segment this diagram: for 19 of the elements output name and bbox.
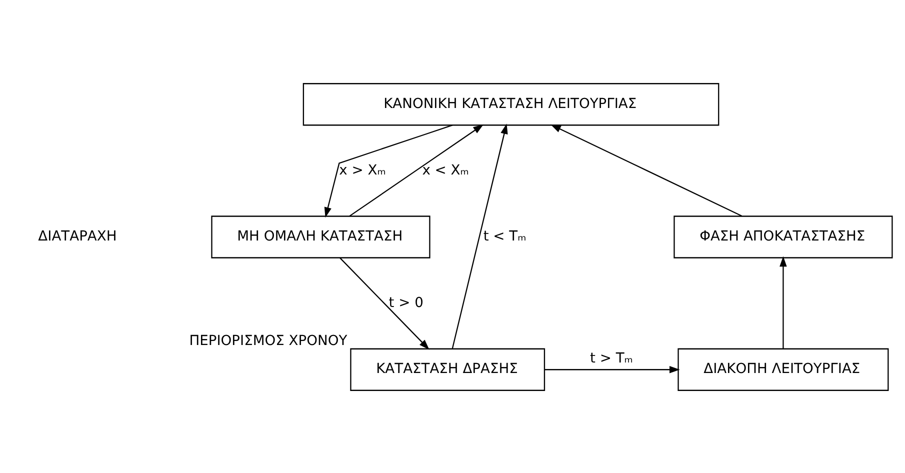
arrow	[452, 123, 508, 348]
edge-label: t > 0	[388, 294, 424, 310]
label: ΔΙΑΤΑΡΑΧΗ	[38, 228, 117, 244]
edge-label: x < Xₘ	[422, 162, 469, 178]
node-label: ΠΕΡΙΟΡΙΣΜΟΣ ΧΡΟΝΟΥ	[189, 332, 348, 348]
arrow	[340, 257, 430, 350]
node-box: ΚΑΤΑΣΤΑΣΗ ΔΡΑΣΗΣ	[350, 348, 546, 390]
edge-label: t > Tₘ	[590, 350, 633, 366]
arrow	[324, 124, 453, 218]
edge-label: t < Tₘ	[483, 228, 526, 244]
node-box: ΚΑΝΟΝΙΚΗ ΚΑΤΑΣΤΑΣΗ ΛΕΙΤΟΥΡΓΙΑΣ	[302, 82, 720, 126]
node-box: ΦΑΣΗ ΑΠΟΚΑΤΑΣΤΑΣΗΣ	[674, 215, 893, 258]
arrow	[780, 256, 787, 348]
node-box: ΜΗ ΟΜΑΛΗ ΚΑΤΑΣΤΑΣΗ	[211, 215, 430, 258]
arrow	[544, 365, 680, 373]
arrow	[349, 124, 484, 216]
node-box: ΔΙΑΚΟΠΗ ΛΕΙΤΟΥΡΓΙΑΣ	[678, 348, 889, 390]
edge-label: x > Xₘ	[339, 162, 386, 178]
arrow	[550, 124, 742, 216]
